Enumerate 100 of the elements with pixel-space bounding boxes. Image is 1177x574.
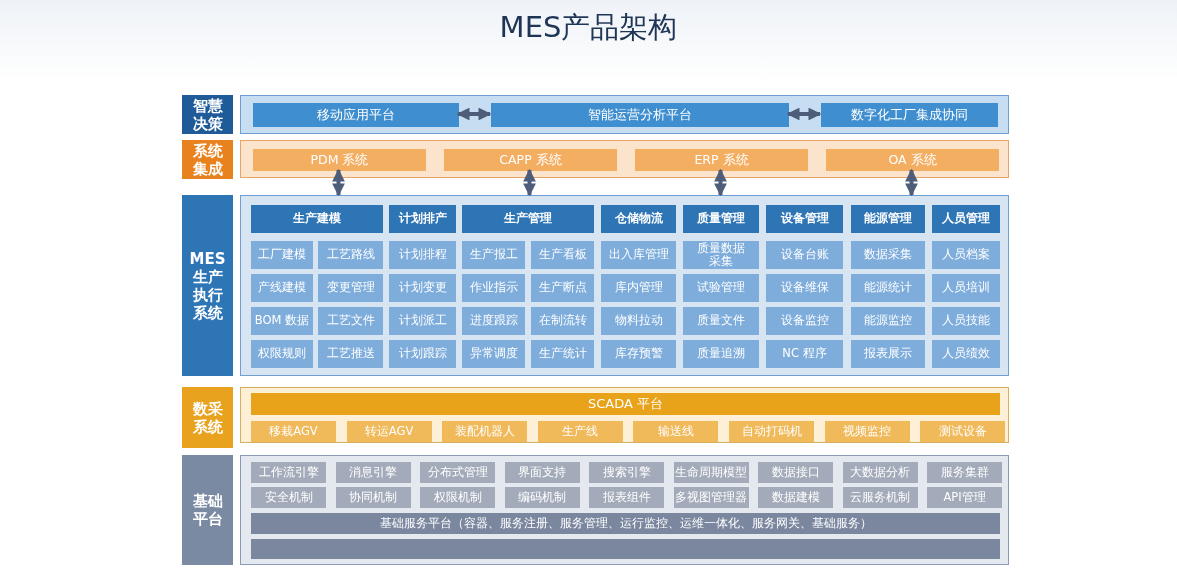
- function-box: [766, 274, 843, 302]
- layer-title: 智慧决策: [191, 96, 224, 133]
- function-box: [932, 241, 1000, 269]
- module-header: [683, 205, 759, 233]
- function-box: [932, 274, 1000, 302]
- layer-panel: [240, 140, 1009, 178]
- box-label: 基础服务平台（容器、服务注册、服务管理、运行监控、运维一体化、服务网关、基础服务）: [379, 516, 872, 531]
- box-label: 生产管理: [504, 212, 552, 226]
- box-label: 进度跟踪: [469, 314, 518, 328]
- module-header: [851, 205, 925, 233]
- box-label: 试验管理: [697, 281, 745, 295]
- system-box: [253, 149, 426, 171]
- box-label: 生产看板: [538, 248, 587, 262]
- function-box: [683, 241, 759, 269]
- box-label: 质量管理: [697, 212, 745, 226]
- double-arrow: [786, 107, 822, 121]
- function-box: [851, 274, 925, 302]
- function-box: [389, 274, 456, 302]
- box-label: 视频监控: [843, 424, 892, 439]
- box-label: 移栽AGV: [269, 424, 318, 439]
- box-label: 搜索引擎: [602, 465, 651, 480]
- function-box: [531, 307, 594, 335]
- box-label: 云服务机制: [850, 490, 910, 505]
- component-box: [420, 487, 495, 508]
- double-arrow: [332, 168, 345, 197]
- double-arrow: [905, 168, 918, 197]
- box-label: ERP 系统: [694, 152, 749, 168]
- box-label: 库存预警: [614, 347, 663, 361]
- layer-panel: [240, 95, 1009, 134]
- function-box: [251, 274, 313, 302]
- function-box: [601, 307, 676, 335]
- layer-tab: [182, 95, 233, 134]
- component-box: [251, 487, 326, 508]
- function-box: [851, 307, 925, 335]
- box-label: 数据建模: [771, 490, 820, 505]
- box-label: 智能运营分析平台: [588, 107, 692, 123]
- box-label: 数字化工厂集成协同: [851, 107, 968, 123]
- box-label: 装配机器人: [454, 424, 515, 439]
- box-label: 生产统计: [538, 347, 587, 361]
- function-box: [683, 274, 759, 302]
- box-label: 报表展示: [864, 347, 912, 361]
- box-label: 作业指示: [469, 281, 518, 295]
- box-label: 人员绩效: [942, 347, 990, 361]
- layer-tab: [182, 387, 233, 448]
- function-box: [601, 274, 676, 302]
- function-box: [389, 241, 456, 269]
- box-label: 服务集群: [940, 465, 989, 480]
- box-label: NC 程序: [782, 347, 827, 361]
- function-box: [251, 340, 313, 368]
- component-box: [420, 462, 495, 483]
- function-box: [851, 241, 925, 269]
- function-box: [251, 307, 313, 335]
- function-box: [389, 307, 456, 335]
- system-box: [826, 149, 999, 171]
- box-label: 质量数据采集: [697, 241, 745, 269]
- box-label: 输送线: [657, 424, 694, 439]
- device-box: [346, 421, 432, 442]
- box-label: 仓储物流: [614, 212, 663, 226]
- box-label: PDM 系统: [310, 152, 369, 168]
- box-label: 多视图管理器: [675, 490, 747, 505]
- layer-title: 数采系统: [191, 399, 224, 436]
- box-label: 工艺路线: [326, 248, 375, 262]
- box-label: CAPP 系统: [499, 152, 562, 168]
- box-label: 计划跟踪: [398, 347, 447, 361]
- module-header: [601, 205, 676, 233]
- box-label: 工艺文件: [326, 314, 375, 328]
- diagram-title: MES产品架构: [498, 9, 679, 46]
- function-box: [462, 307, 525, 335]
- box-label: 能源监控: [864, 314, 912, 328]
- module-header: [251, 205, 383, 233]
- layer-title: MES生产执行系统: [188, 249, 227, 322]
- device-box: [633, 421, 719, 442]
- box-label: 转运AGV: [364, 424, 414, 439]
- component-box: [251, 462, 326, 483]
- layer-panel: [240, 455, 1009, 565]
- box-label: 设备台账: [780, 248, 829, 262]
- box-label: 质量追溯: [697, 347, 745, 361]
- function-box: [601, 340, 676, 368]
- box-label: 变更管理: [326, 281, 375, 295]
- box-label: 界面支持: [518, 465, 566, 480]
- module-header: [389, 205, 456, 233]
- device-box: [251, 421, 336, 442]
- box-label: 工作流引擎: [258, 465, 319, 480]
- function-box: [766, 307, 843, 335]
- box-label: 移动应用平台: [317, 107, 395, 123]
- box-label: 设备管理: [780, 212, 829, 226]
- device-box: [824, 421, 910, 442]
- layer-tab: [182, 140, 233, 179]
- function-box: [251, 241, 313, 269]
- function-box: [531, 274, 594, 302]
- platform-bar: [251, 513, 1000, 534]
- device-box: [537, 421, 623, 442]
- component-box: [589, 487, 664, 508]
- component-box: [504, 462, 580, 483]
- box-label: 计划排产: [398, 212, 447, 226]
- box-label: 生产断点: [538, 281, 587, 295]
- box-label: 安全机制: [264, 490, 313, 505]
- platform-bar: [251, 539, 1000, 559]
- box-label: 设备维保: [780, 281, 829, 295]
- function-box: [766, 241, 843, 269]
